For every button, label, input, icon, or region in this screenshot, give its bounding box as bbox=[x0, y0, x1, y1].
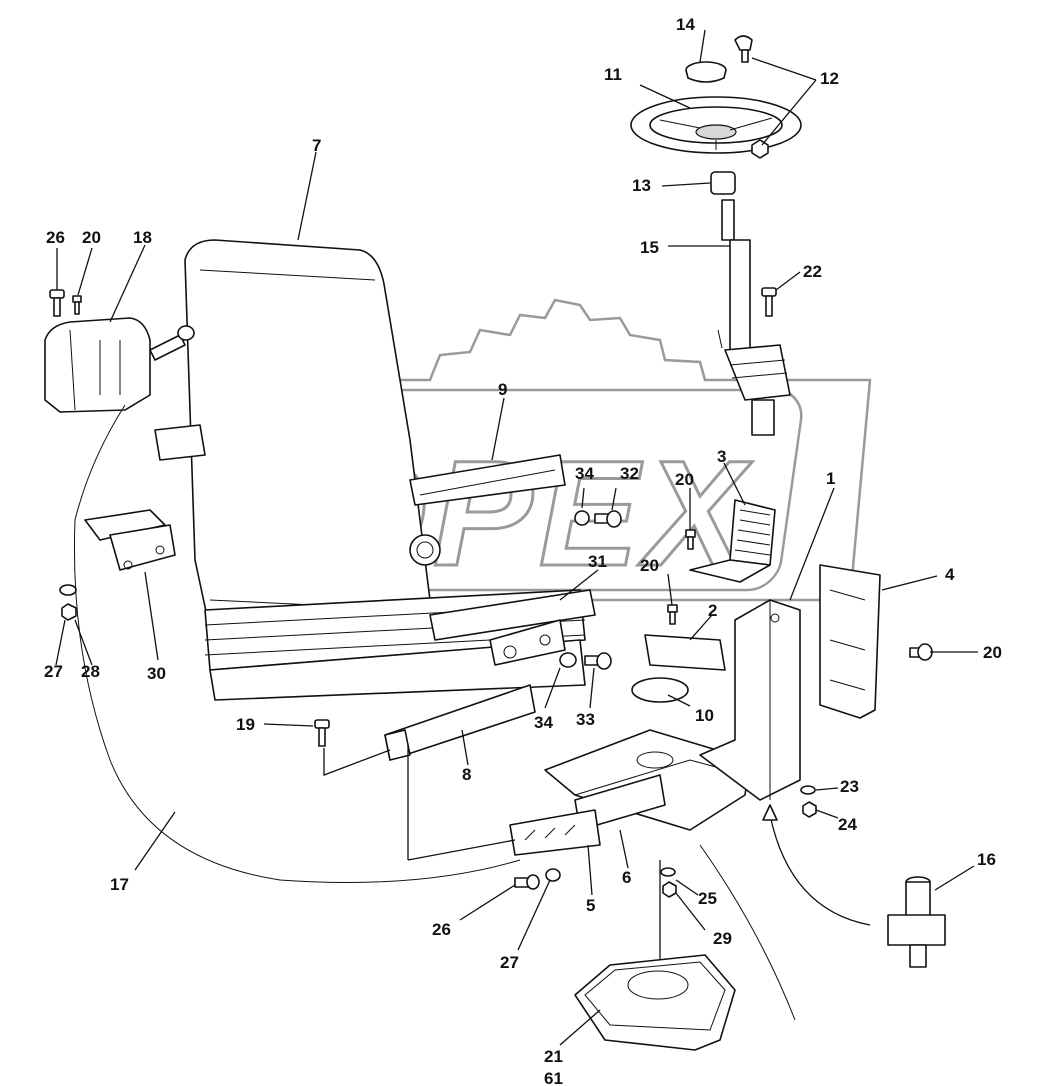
mounting-plate-10 bbox=[631, 677, 689, 703]
bolt-32 bbox=[574, 510, 622, 528]
callout-7: 7 bbox=[312, 136, 321, 155]
callout-19: 19 bbox=[236, 715, 255, 734]
callout-22: 22 bbox=[803, 262, 822, 281]
callout-12: 12 bbox=[820, 69, 839, 88]
callout-34-bottom: 34 bbox=[534, 713, 553, 732]
callout-17: 17 bbox=[110, 875, 129, 894]
callout-20-right: 20 bbox=[983, 643, 1002, 662]
callout-30: 30 bbox=[147, 664, 166, 683]
callout-26-top: 26 bbox=[46, 228, 65, 247]
callout-32: 32 bbox=[620, 464, 639, 483]
callout-31: 31 bbox=[588, 552, 607, 571]
callout-2: 2 bbox=[708, 601, 717, 620]
callout-16: 16 bbox=[977, 850, 996, 869]
wheel-nut-and-bolt bbox=[734, 35, 769, 159]
bracket-30 bbox=[84, 509, 176, 571]
callout-23: 23 bbox=[840, 777, 859, 796]
callout-33: 33 bbox=[576, 710, 595, 729]
callout-25: 25 bbox=[698, 889, 717, 908]
callout-20-lower: 20 bbox=[640, 556, 659, 575]
callout-10: 10 bbox=[695, 706, 714, 725]
washer-nut-23-24 bbox=[800, 785, 817, 818]
callout-18: 18 bbox=[133, 228, 152, 247]
horn-cap bbox=[685, 61, 727, 83]
column-support bbox=[699, 599, 801, 801]
support-tube bbox=[384, 684, 536, 761]
callout-34-top: 34 bbox=[575, 464, 594, 483]
bolt-20-right bbox=[909, 643, 933, 661]
callout-9: 9 bbox=[498, 380, 507, 399]
callout-3: 3 bbox=[717, 447, 726, 466]
bolt-22 bbox=[761, 287, 777, 317]
bolt-20-lower bbox=[667, 604, 678, 625]
bushing bbox=[710, 171, 736, 195]
control-lever-housing bbox=[44, 317, 195, 413]
callout-21: 21 bbox=[544, 1047, 563, 1066]
pedal bbox=[689, 499, 776, 583]
control-cable bbox=[73, 404, 521, 883]
callout-4: 4 bbox=[945, 565, 955, 584]
callout-27-lower: 27 bbox=[500, 953, 519, 972]
watermark-gear bbox=[248, 298, 872, 602]
steering-column bbox=[717, 199, 791, 436]
callout-5: 5 bbox=[586, 896, 595, 915]
callout-29: 29 bbox=[713, 929, 732, 948]
callout-11: 11 bbox=[604, 65, 622, 84]
floor-pad bbox=[574, 954, 736, 1051]
bolt-19 bbox=[314, 719, 330, 747]
floor-edge bbox=[699, 844, 796, 1021]
callout-15: 15 bbox=[640, 238, 659, 257]
callout-26-lower: 26 bbox=[432, 920, 451, 939]
callout-20-top: 20 bbox=[82, 228, 101, 247]
callout-8: 8 bbox=[462, 765, 471, 784]
callout-1: 1 bbox=[826, 469, 835, 488]
callout-28: 28 bbox=[81, 662, 100, 681]
callout-20-mid: 20 bbox=[675, 470, 694, 489]
washer-nut-27-28 bbox=[59, 584, 77, 621]
assembly-arrowhead bbox=[762, 804, 778, 821]
seat-slider bbox=[429, 589, 596, 666]
leader-lines bbox=[55, 29, 978, 1046]
bolt-20-center bbox=[685, 529, 696, 550]
washer-nut-25-29 bbox=[660, 867, 677, 898]
assembly-arrow bbox=[769, 814, 871, 926]
pedal-bracket bbox=[644, 634, 726, 671]
bolt-26-lower bbox=[514, 868, 561, 890]
callout-27-left: 27 bbox=[44, 662, 63, 681]
pivot-pin bbox=[887, 876, 946, 968]
side-cover bbox=[819, 564, 881, 719]
callout-13: 13 bbox=[632, 176, 651, 195]
callout-labels: 14 11 12 13 15 22 7 26 20 18 9 34 32 20 … bbox=[44, 15, 1002, 1086]
screws-26-20-top bbox=[49, 289, 82, 317]
callout-61: 61 bbox=[544, 1069, 563, 1086]
callout-24: 24 bbox=[838, 815, 857, 834]
seat-base-plate bbox=[544, 729, 751, 831]
callout-6: 6 bbox=[622, 868, 631, 887]
steering-wheel bbox=[630, 96, 802, 154]
callout-14: 14 bbox=[676, 15, 695, 34]
clamp-plate bbox=[509, 809, 601, 856]
bolt-33 bbox=[559, 652, 612, 670]
